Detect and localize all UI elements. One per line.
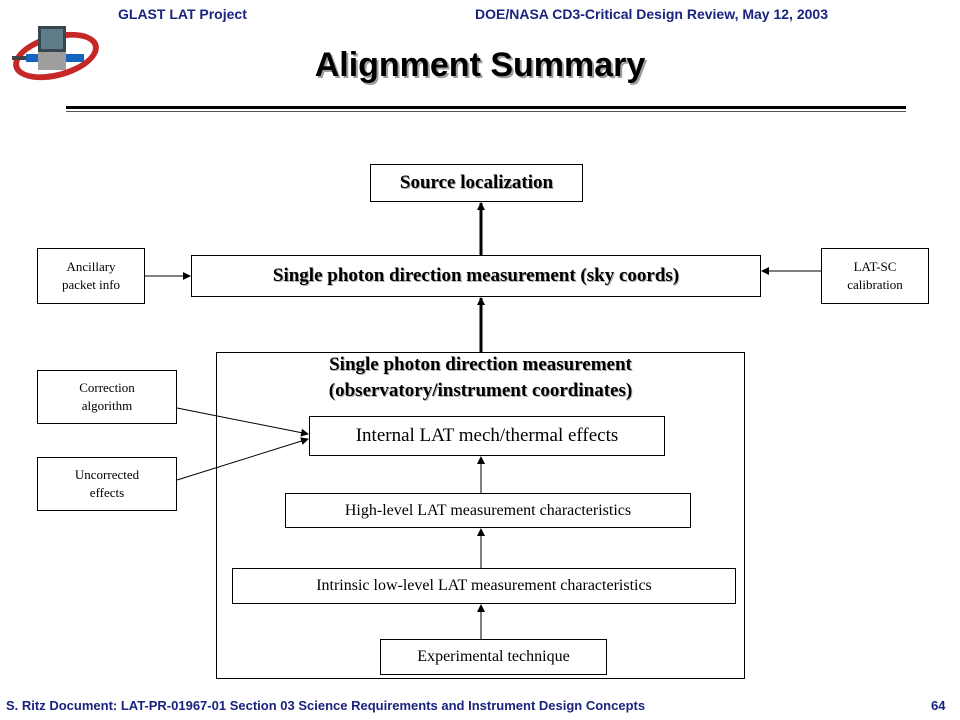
source-localization-box: Source localization [370, 164, 583, 202]
instrument-coords-title: Single photon direction measurement (obs… [216, 352, 745, 404]
title-rule-thin [66, 111, 906, 112]
high-level-box: High-level LAT measurement characteristi… [285, 493, 691, 528]
correction-label-line1: Correction [79, 380, 135, 395]
internal-effects-label: Internal LAT mech/thermal effects [355, 425, 619, 446]
ancillary-label-line1: Ancillary [66, 259, 116, 274]
experimental-technique-box: Experimental technique [380, 639, 607, 675]
lat-sc-calibration-box: LAT-SC calibration [821, 248, 929, 304]
intrinsic-low-level-box: Intrinsic low-level LAT measurement char… [232, 568, 736, 604]
latsc-label-line2: calibration [847, 277, 903, 292]
uncorrected-label-line2: effects [89, 485, 125, 500]
source-localization-label: Source localization [399, 172, 554, 193]
glast-satellite-logo-icon [12, 26, 99, 81]
ancillary-packet-box: Ancillary packet info [37, 248, 145, 304]
title-rule [66, 106, 906, 109]
internal-effects-box: Internal LAT mech/thermal effects [309, 416, 665, 456]
uncorrected-label-line1: Uncorrected [74, 467, 140, 482]
ancillary-label-line2: packet info [61, 277, 121, 292]
header-project: GLAST LAT Project [118, 6, 247, 22]
single-photon-sky-label: Single photon direction measurement (sky… [272, 265, 680, 286]
correction-algorithm-box: Correction algorithm [37, 370, 177, 424]
latsc-label-line1: LAT-SC [853, 259, 897, 274]
correction-label-line2: algorithm [81, 398, 133, 413]
intrinsic-low-level-label: Intrinsic low-level LAT measurement char… [316, 577, 652, 594]
uncorrected-effects-box: Uncorrected effects [37, 457, 177, 511]
footer-document-info: S. Ritz Document: LAT-PR-01967-01 Sectio… [6, 698, 646, 713]
page-number: 64 [931, 698, 946, 713]
container-title-line1: Single photon direction measurement [329, 354, 632, 375]
experimental-technique-label: Experimental technique [417, 648, 570, 665]
slide-title: Alignment Summary [314, 46, 646, 84]
header-review: DOE/NASA CD3-Critical Design Review, May… [475, 6, 828, 22]
high-level-label: High-level LAT measurement characteristi… [344, 501, 632, 519]
single-photon-sky-box: Single photon direction measurement (sky… [191, 255, 761, 297]
container-title-line2: (observatory/instrument coordinates) [328, 380, 633, 401]
